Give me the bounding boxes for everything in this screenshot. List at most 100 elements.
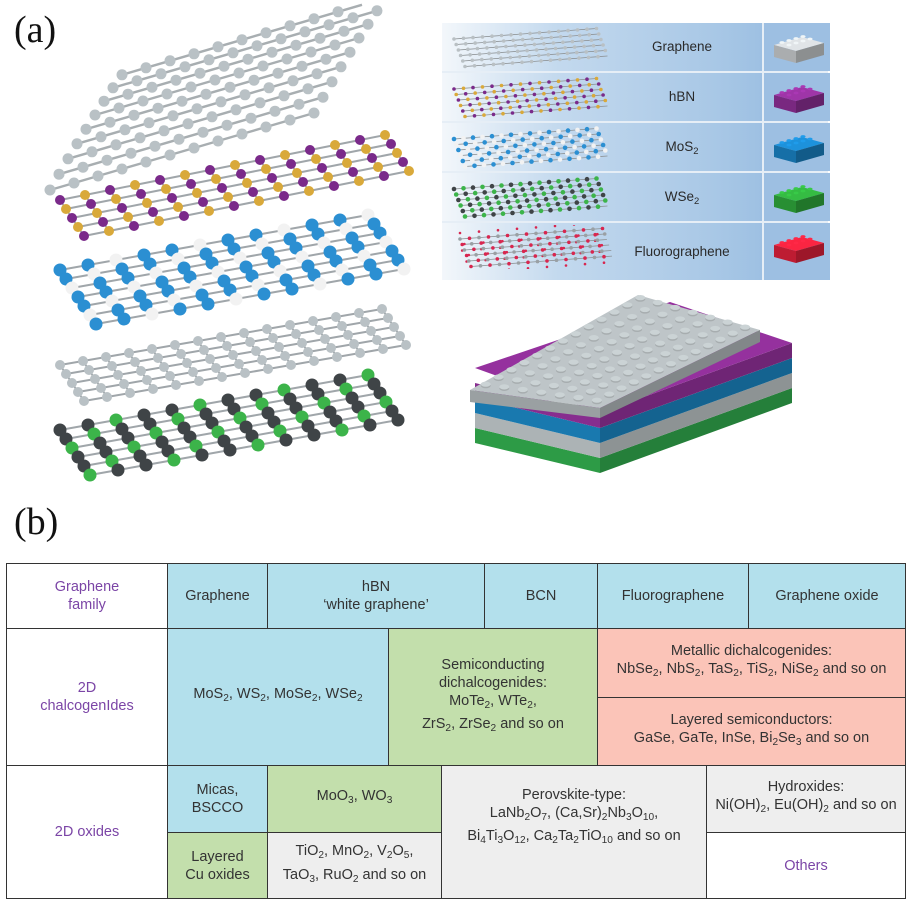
atom — [173, 202, 183, 212]
carbon-atom — [332, 6, 344, 18]
atom — [548, 58, 553, 62]
atom — [569, 246, 573, 250]
carbon-atom — [254, 97, 266, 109]
carbon-atom — [137, 95, 149, 107]
carbon-atom — [131, 75, 143, 87]
lego-stud-top — [672, 344, 683, 350]
carbon-atom — [275, 33, 287, 45]
atom — [142, 375, 152, 385]
brick-stud — [786, 189, 792, 192]
lego-stud-top — [635, 295, 646, 301]
fluorine-atom — [572, 225, 576, 226]
carbon-atom — [125, 147, 137, 159]
atom — [463, 64, 467, 69]
atom — [564, 257, 568, 262]
atom — [488, 263, 492, 267]
atom — [551, 91, 556, 95]
atom — [453, 142, 459, 147]
fluorine-atom — [545, 265, 549, 269]
atom — [596, 54, 600, 59]
atom — [55, 360, 65, 370]
atom — [543, 196, 549, 202]
atom — [498, 239, 502, 244]
atom — [520, 37, 525, 42]
atom — [222, 341, 232, 351]
atom — [584, 100, 589, 104]
atom — [161, 184, 171, 194]
atom — [469, 264, 473, 269]
atom — [539, 36, 544, 40]
atom — [107, 361, 117, 371]
atom — [458, 237, 462, 241]
atom — [518, 55, 522, 59]
atom — [165, 371, 175, 381]
atom — [513, 94, 518, 98]
atom — [465, 147, 471, 152]
lego-stud-top — [642, 346, 653, 353]
atom — [380, 130, 390, 140]
lego-layer-front — [475, 398, 600, 443]
atom — [117, 312, 131, 326]
atom — [559, 246, 564, 251]
atom — [574, 150, 580, 155]
atom — [576, 205, 582, 211]
atom — [479, 241, 483, 245]
atom — [515, 49, 520, 54]
atom — [124, 348, 134, 358]
atom — [348, 167, 358, 177]
atom — [556, 102, 560, 106]
atom — [590, 250, 595, 254]
lego-stud-top — [517, 386, 528, 393]
lego-stud-top — [727, 330, 738, 336]
brick-stud — [786, 193, 792, 197]
atom — [534, 147, 539, 153]
atom — [575, 78, 580, 82]
atom — [509, 33, 513, 37]
atom — [307, 428, 321, 442]
atom — [354, 308, 364, 318]
carbon-atom — [272, 67, 284, 79]
atom — [499, 83, 504, 88]
cell-text: Hydroxides:Ni(OH)2, Eu(OH)2 and so on — [715, 779, 897, 816]
atom — [501, 188, 506, 194]
atom — [577, 56, 581, 60]
atom — [462, 214, 468, 219]
atom — [600, 192, 606, 198]
atom — [521, 249, 526, 254]
atom — [332, 352, 342, 362]
atom — [600, 226, 605, 231]
table-cell: Micas,BSCCO — [167, 765, 268, 833]
lego-brick-icon — [774, 135, 824, 163]
atom — [466, 97, 470, 102]
fluorine-atom — [486, 252, 490, 255]
carbon-atom — [308, 13, 320, 25]
atom — [279, 433, 293, 447]
atom — [511, 38, 515, 43]
atom — [519, 160, 525, 165]
fluorine-atom — [562, 246, 566, 250]
atom — [171, 380, 181, 390]
atom — [551, 41, 556, 45]
atom — [119, 379, 129, 389]
lego-stud-top — [583, 323, 594, 330]
atom — [532, 142, 537, 147]
atom — [367, 153, 377, 163]
atom — [542, 91, 546, 96]
atom — [557, 207, 563, 212]
atom — [92, 208, 102, 218]
fluorine-atom — [583, 262, 587, 266]
atom — [534, 48, 539, 52]
atom — [472, 114, 477, 118]
carbon-atom — [68, 177, 80, 189]
lego-layer-side — [600, 373, 792, 458]
brick-front — [774, 245, 796, 263]
atom — [584, 176, 590, 182]
atom — [372, 335, 382, 345]
atom — [472, 213, 477, 219]
carbon-atom — [164, 55, 176, 67]
carbon-atom — [95, 131, 107, 143]
atom — [474, 253, 478, 257]
carbon-atom — [92, 170, 104, 182]
atom — [494, 194, 499, 200]
